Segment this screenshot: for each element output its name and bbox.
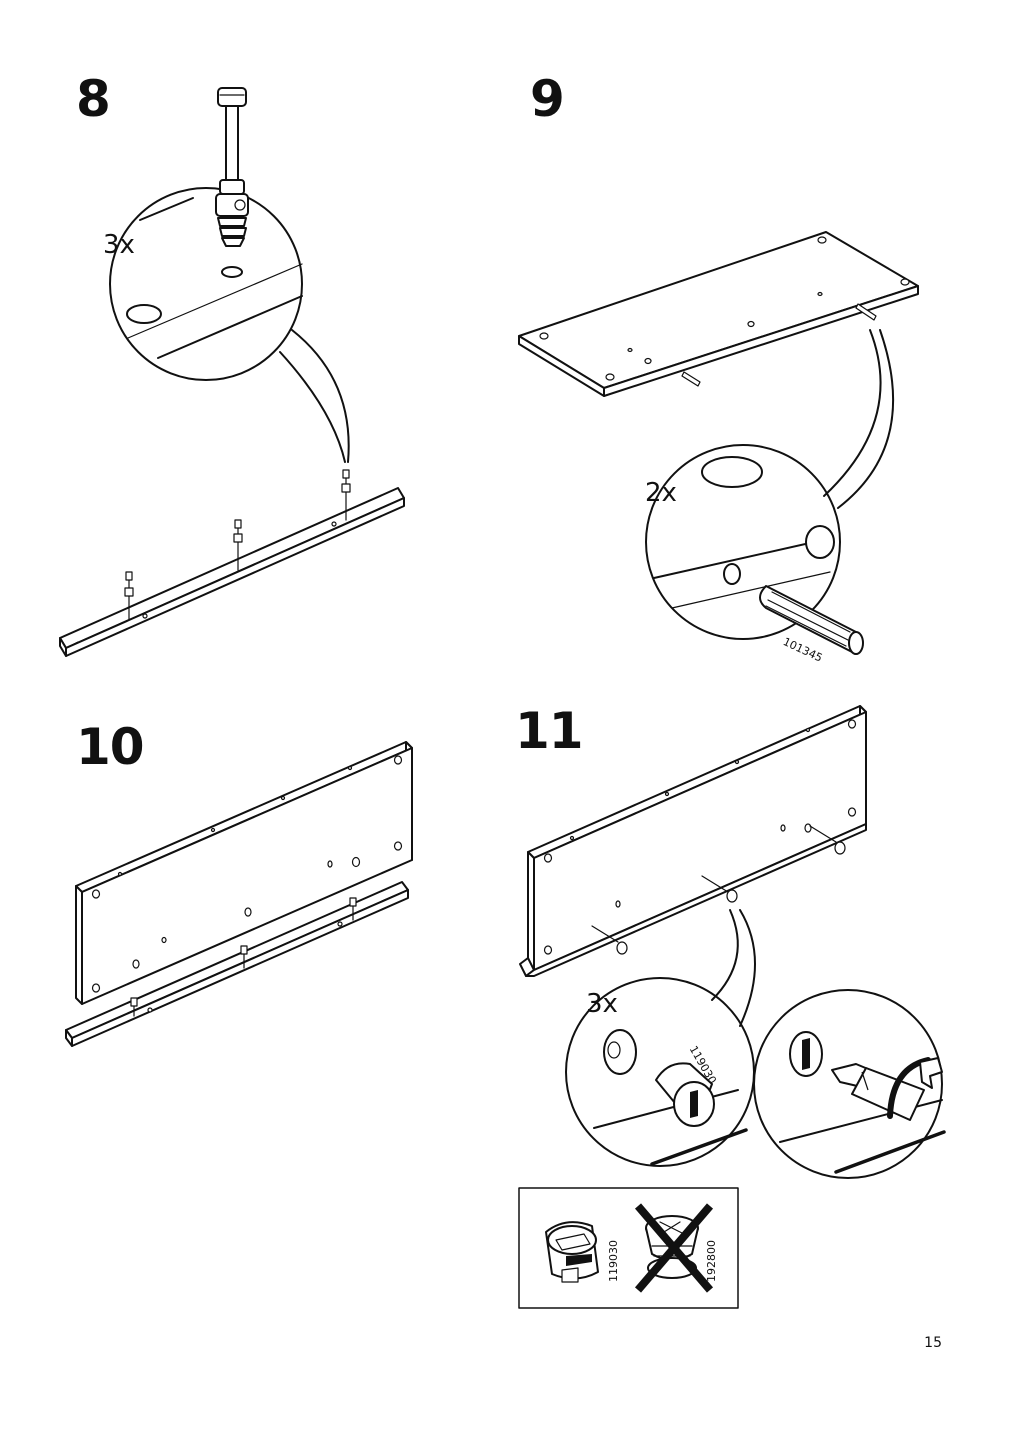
dowel-101345 [759, 585, 864, 655]
step-11-number: 11 [515, 702, 584, 760]
step-8-rail-board [59, 487, 405, 657]
step-9-top-panel [518, 231, 919, 397]
step-9-number: 9 [530, 70, 565, 128]
step-11-detail-circle-insert [565, 909, 756, 1167]
screwdriver-icon [831, 1063, 925, 1121]
step-9-illustration [518, 231, 919, 655]
cam-bolt-139615 [215, 87, 249, 247]
step-8-number: 8 [76, 70, 111, 128]
step-11-illustration [518, 705, 946, 1309]
step-10-side-panel [75, 741, 413, 1005]
step-9-detail-circle [645, 329, 895, 655]
step-11-panel [519, 705, 867, 977]
step-8-detail-circle [109, 187, 350, 463]
wrong-cam-lock-icon [634, 1203, 714, 1293]
cam-lock-119030 [655, 1062, 715, 1127]
page-number: 15 [924, 1335, 942, 1351]
rotate-clockwise-arrow-icon [887, 1057, 943, 1119]
correct-cam-lock-icon [545, 1221, 599, 1283]
step-8-illustration [59, 87, 405, 657]
dowel-101345-small [681, 303, 877, 387]
step-11-quantity: 3x [586, 989, 618, 1019]
step-9-quantity: 2x [645, 478, 677, 508]
step-10-illustration [65, 741, 413, 1047]
step-10-rail-board [65, 881, 409, 1047]
step-11-cam-locks [591, 825, 846, 955]
cam-lock-part-info-box [518, 1187, 739, 1309]
step-10-number: 10 [76, 718, 145, 776]
step-8-rail-bolts [124, 469, 351, 621]
step-11-detail-circle-turn [753, 989, 946, 1179]
